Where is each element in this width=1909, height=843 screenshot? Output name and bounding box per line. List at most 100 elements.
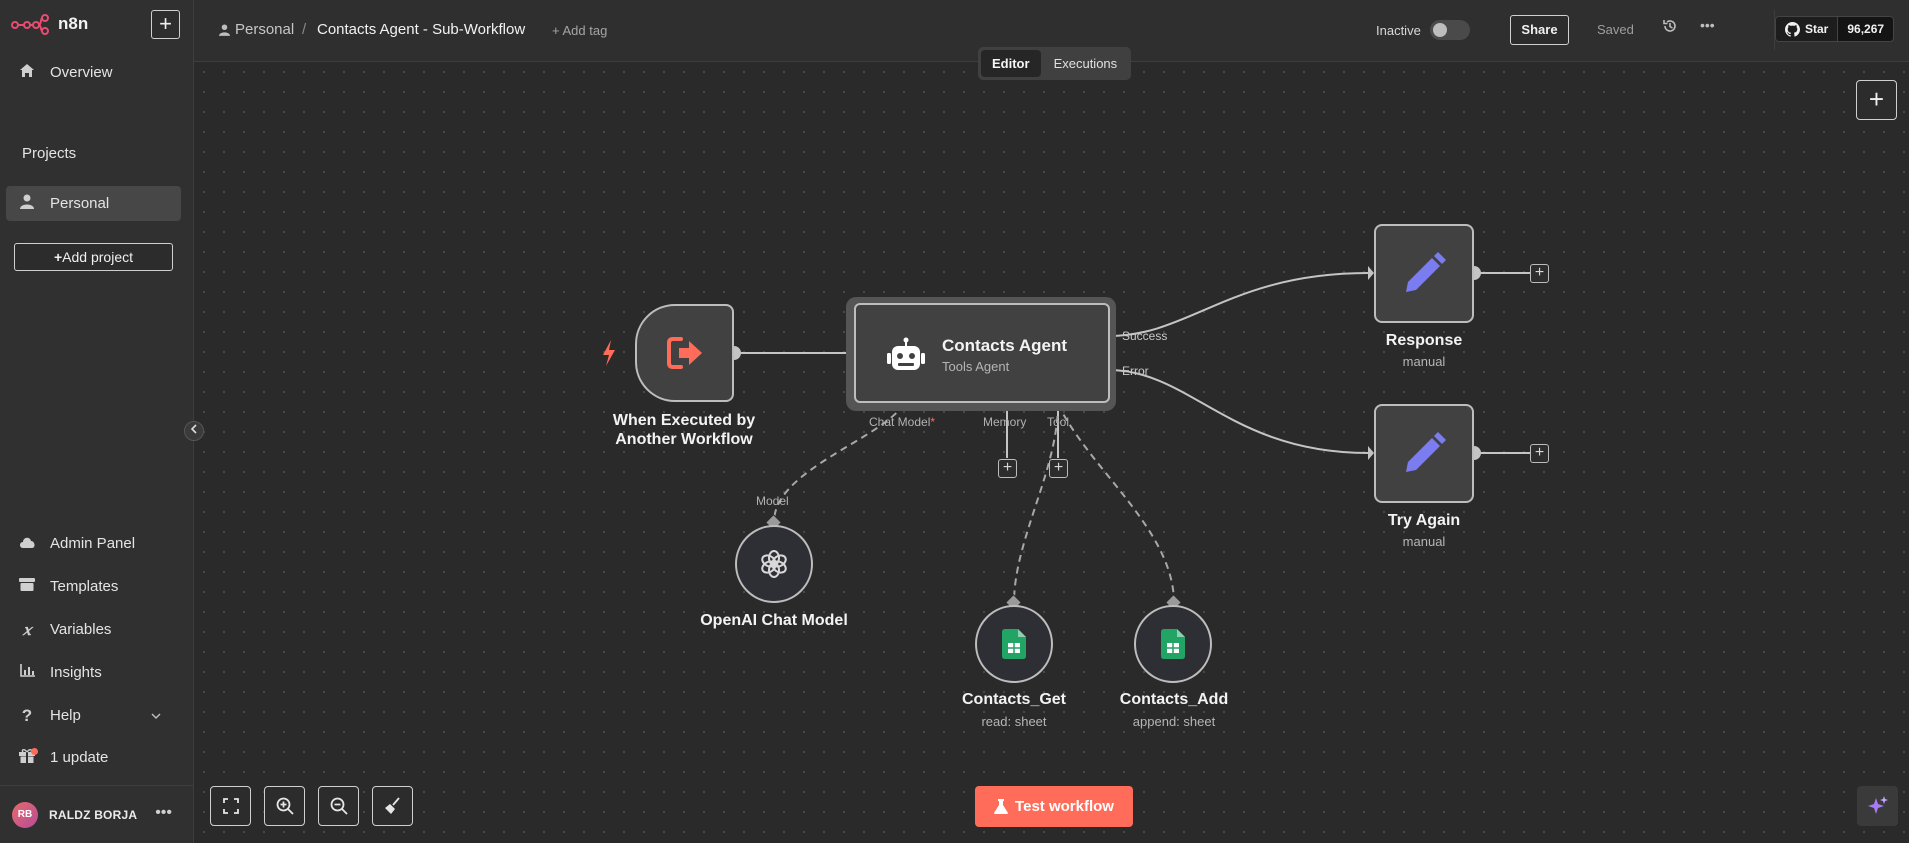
breadcrumb-project[interactable]: Personal (219, 21, 294, 38)
zoom-out-button[interactable] (318, 786, 359, 826)
github-icon (1785, 21, 1800, 37)
google-sheets-icon (1161, 629, 1185, 659)
breadcrumb-separator: / (302, 21, 307, 38)
sidebar: n8n + Overview Projects Personal +Add pr… (0, 0, 194, 843)
pencil-icon (1406, 251, 1446, 292)
tab-executions[interactable]: Executions (1053, 56, 1118, 71)
node-try-again[interactable] (1374, 404, 1474, 503)
node-contacts-add[interactable] (1134, 605, 1212, 683)
github-star-button[interactable]: Star 96,267 (1775, 16, 1895, 42)
github-star-label: Star (1805, 22, 1829, 36)
sidebar-item-insights[interactable]: Insights (6, 655, 181, 690)
sidebar-item-templates[interactable]: Templates (6, 569, 181, 604)
port-label-model: Model (756, 494, 789, 508)
tidy-up-button[interactable] (372, 786, 413, 826)
zoom-in-icon (276, 797, 294, 815)
chevron-down-icon (151, 707, 161, 724)
view-tabs: Editor Executions (978, 47, 1132, 80)
sidebar-item-label: 1 update (50, 749, 109, 766)
add-node-after-try-again[interactable]: + (1530, 444, 1549, 463)
box-icon (18, 578, 36, 595)
home-icon (18, 63, 36, 82)
node-trigger-label: When Executed by Another Workflow (584, 411, 784, 449)
breadcrumb-project-label: Personal (235, 21, 295, 38)
agent-subtitle: Tools Agent (942, 359, 1010, 374)
node-openai-chat-model[interactable] (735, 525, 813, 603)
node-openai-label: OpenAI Chat Model (700, 612, 848, 629)
sidebar-item-label: Admin Panel (50, 535, 136, 552)
openai-icon (761, 550, 787, 578)
test-workflow-button[interactable]: Test workflow (975, 786, 1133, 827)
broom-icon (384, 797, 400, 814)
user-icon (219, 24, 230, 36)
n8n-logo[interactable]: n8n (10, 12, 88, 36)
collapse-sidebar-button[interactable] (184, 421, 204, 441)
node-execute-workflow-trigger[interactable] (635, 304, 734, 402)
port-label-chat-model: Chat Model* (869, 415, 935, 429)
sidebar-item-personal[interactable]: Personal (6, 186, 181, 221)
required-marker: * (930, 415, 936, 429)
chevron-left-icon (190, 424, 197, 434)
ask-ai-button[interactable] (1857, 786, 1898, 826)
activate-toggle[interactable] (1430, 20, 1470, 40)
add-tool-button[interactable]: + (1049, 459, 1068, 478)
node-contacts-add-sub: append: sheet (1132, 714, 1216, 729)
sidebar-item-label: Templates (50, 578, 119, 595)
expand-icon (222, 798, 239, 814)
sidebar-item-label: Variables (50, 621, 112, 638)
add-tag-button[interactable]: + Add tag (552, 23, 608, 38)
sidebar-item-label: Insights (50, 664, 102, 681)
port-label-success: Success (1122, 329, 1168, 343)
test-workflow-label: Test workflow (1015, 798, 1114, 815)
sidebar-item-label: Personal (50, 195, 110, 212)
add-node-after-response[interactable]: + (1530, 264, 1549, 283)
tab-editor[interactable]: Editor (981, 50, 1041, 77)
zoom-in-button[interactable] (264, 786, 305, 826)
workflow-status-label: Inactive (1376, 23, 1421, 38)
sign-out-icon (666, 337, 702, 369)
chat-model-label: Chat Model (869, 415, 931, 429)
add-project-button[interactable]: +Add project (14, 243, 173, 271)
fit-view-button[interactable] (210, 786, 251, 826)
node-response[interactable] (1374, 224, 1474, 323)
variable-icon: 𝑥 (22, 620, 32, 639)
node-response-label: Response (1385, 332, 1463, 349)
header: Personal / Contacts Agent - Sub-Workflow… (194, 0, 1909, 62)
open-nodes-panel-button[interactable]: + (1856, 80, 1897, 120)
node-contacts-get-sub: read: sheet (981, 714, 1047, 729)
user-icon (18, 194, 36, 213)
port-label-memory: Memory (983, 415, 1027, 429)
chart-icon (18, 664, 36, 681)
node-try-again-sub: manual (1402, 534, 1446, 549)
label-line: When Executed by (612, 412, 756, 429)
create-new-button[interactable]: + (151, 10, 180, 39)
sidebar-item-admin-panel[interactable]: Admin Panel (6, 526, 181, 561)
github-star: Star (1776, 17, 1839, 41)
projects-heading: Projects (22, 145, 77, 162)
lightning-icon (601, 340, 617, 371)
pencil-icon (1406, 431, 1446, 472)
user-name: RALDZ BORJA (49, 807, 138, 822)
node-contacts-agent[interactable]: Contacts Agent Tools Agent (854, 303, 1110, 403)
more-horizontal-icon[interactable]: ••• (155, 804, 172, 821)
port-label-tool: Tool (1047, 415, 1070, 429)
workflow-name[interactable]: Contacts Agent - Sub-Workflow (317, 21, 526, 38)
sidebar-item-variables[interactable]: 𝑥 Variables (6, 612, 181, 647)
cloud-icon (18, 535, 36, 552)
add-memory-button[interactable]: + (998, 459, 1017, 478)
user-menu[interactable]: RB RALDZ BORJA ••• (0, 785, 194, 843)
robot-icon (886, 337, 926, 378)
sidebar-item-update[interactable]: 1 update (6, 740, 181, 775)
toggle-knob (1433, 23, 1447, 37)
sidebar-item-overview[interactable]: Overview (6, 55, 181, 90)
node-contacts-get[interactable] (975, 605, 1053, 683)
node-try-again-label: Try Again (1387, 512, 1461, 529)
saved-status: Saved (1597, 22, 1634, 37)
more-horizontal-icon[interactable]: ••• (1700, 17, 1715, 33)
github-star-count: 96,267 (1838, 17, 1894, 41)
share-button[interactable]: Share (1510, 15, 1569, 45)
history-icon[interactable] (1662, 18, 1678, 39)
n8n-logo-icon (11, 14, 49, 35)
sidebar-item-help[interactable]: ? Help (6, 698, 181, 733)
